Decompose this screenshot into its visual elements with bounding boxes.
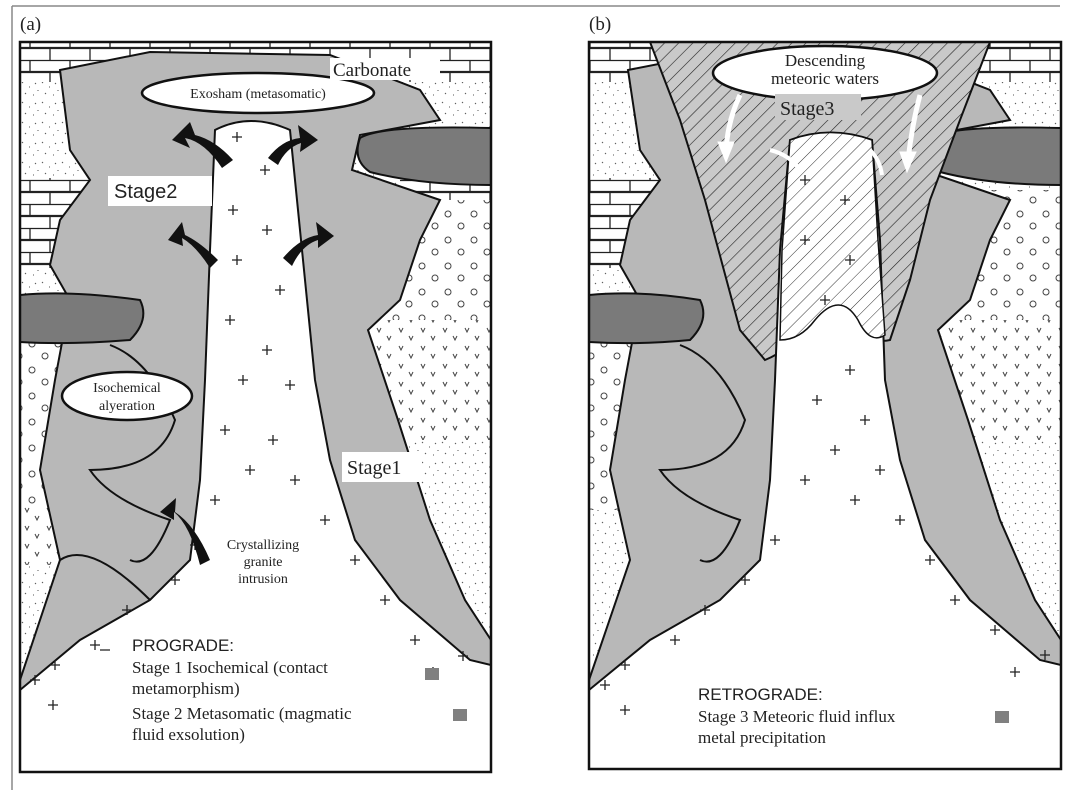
prograde-line-1: Stage 1 Isochemical (contact [132, 658, 328, 677]
panel-b [589, 42, 1061, 769]
stage2-swatch [453, 709, 467, 721]
stage3-swatch [995, 711, 1009, 723]
prograde-line-3: Stage 2 Metasomatic (magmatic [132, 704, 352, 723]
stage2-label: Stage2 [114, 181, 177, 203]
descending-label-2: meteoric waters [771, 69, 879, 88]
stage1-swatch [425, 668, 439, 680]
retrograde-title: RETROGRADE: [698, 685, 823, 704]
crystallizing-label-2: granite [244, 555, 283, 570]
isochemical-label-2: alyeration [99, 399, 155, 414]
descending-label-1: Descending [785, 51, 866, 70]
exoskarn-label: Exosham (metasomatic) [190, 87, 326, 102]
retrograde-line-1: Stage 3 Meteoric fluid influx [698, 707, 896, 726]
prograde-line-4: fluid exsolution) [132, 725, 245, 744]
panel-a-label: (a) [20, 14, 41, 35]
carbonate-label: Carbonate [333, 60, 411, 81]
stage3-label: Stage3 [780, 98, 834, 120]
stage1-label: Stage1 [347, 457, 401, 479]
panel-b-label: (b) [589, 14, 611, 35]
prograde-line-2: metamorphism) [132, 679, 240, 698]
retrograde-line-2: metal precipitation [698, 728, 826, 747]
isochemical-label-1: Isochemical [93, 381, 161, 396]
crystallizing-label-1: Crystallizing [227, 538, 299, 553]
crystallizing-label-3: intrusion [238, 572, 288, 587]
prograde-title: PROGRADE: [132, 636, 234, 655]
